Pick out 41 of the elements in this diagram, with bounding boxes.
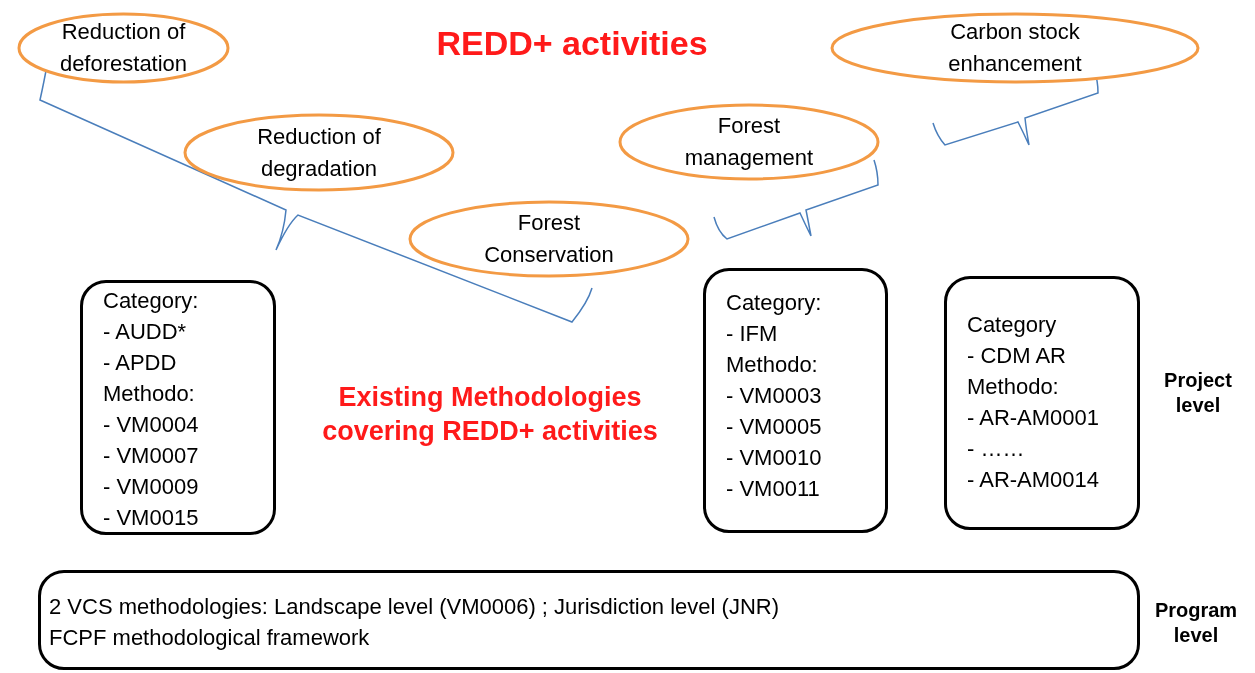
- row-label: Program level: [1153, 598, 1239, 648]
- activity-label: Reduction of degradation: [256, 122, 382, 183]
- activity-ellipse: [17, 12, 230, 84]
- box-text-line: Methodo:: [726, 352, 818, 377]
- box-text-line: Category:: [103, 288, 199, 313]
- box-text-line: - AUDD*: [103, 319, 187, 344]
- program-level-box: [38, 570, 1140, 670]
- box-text-line: 2 VCS methodologies: Landscape level (VM0006) ; Jurisdiction level (JNR): [49, 594, 779, 619]
- activity-label: Forest Conservation: [483, 209, 615, 269]
- box-text-line: - VM0015: [103, 505, 199, 530]
- activity-ellipse: [408, 200, 690, 278]
- box-text-line: Category: [967, 312, 1057, 337]
- methodology-box: [944, 276, 1140, 530]
- title: REDD+ activities: [435, 23, 709, 64]
- activity-ellipse: [830, 12, 1200, 84]
- activity-ellipse: [183, 113, 455, 192]
- box-text-line: - CDM AR: [967, 343, 1066, 368]
- box-text-line: - AR-AM0001: [967, 405, 1100, 430]
- box-text-line: - VM0007: [103, 443, 199, 468]
- box-text-line: - APDD: [103, 350, 177, 375]
- methodology-box: [80, 280, 276, 535]
- box-text-line: - VM0010: [726, 445, 822, 470]
- box-text-line: - IFM: [726, 321, 778, 346]
- box-text-line: - AR-AM0014: [967, 467, 1100, 492]
- box-text-line: Category:: [726, 290, 822, 315]
- box-text-line: - VM0004: [103, 412, 199, 437]
- box-text-line: - VM0005: [726, 414, 822, 439]
- box-text-line: Methodo:: [103, 381, 195, 406]
- box-text-line: - VM0003: [726, 383, 822, 408]
- row-label: Project level: [1163, 368, 1233, 418]
- box-text-line: - ……: [967, 436, 1025, 461]
- methodology-box: [703, 268, 888, 533]
- section-heading: Existing Methodologies covering REDD+ activities: [321, 381, 659, 448]
- box-text-line: - VM0011: [726, 476, 820, 501]
- activity-label: Forest management: [683, 112, 815, 172]
- box-text-line: - VM0009: [103, 474, 199, 499]
- activity-label: Carbon stock enhancement: [947, 18, 1083, 78]
- activity-label: Reduction of deforestation: [58, 18, 189, 78]
- box-text-line: FCPF methodological framework: [49, 625, 370, 650]
- box-text-line: Methodo:: [967, 374, 1059, 399]
- activity-ellipse: [618, 103, 880, 181]
